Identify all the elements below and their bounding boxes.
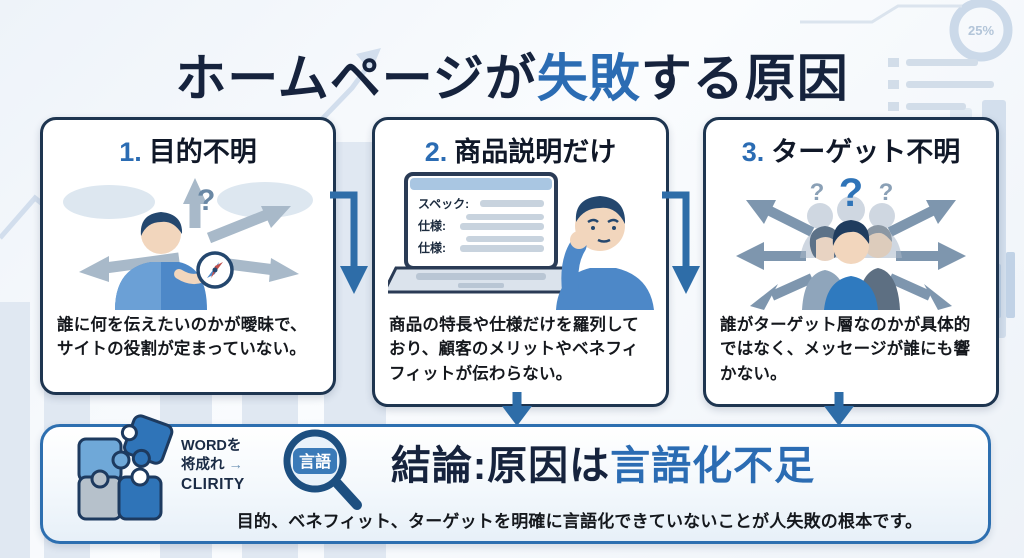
logo-block: WORDを 将成れ → CLIRITY — [181, 437, 245, 495]
spec-screen-lines — [459, 200, 544, 252]
compass-icon — [196, 251, 234, 289]
svg-text:?: ? — [810, 179, 825, 206]
card-1-heading-text: 目的不明 — [148, 137, 257, 167]
laptop-icon: スペック: 仕様: 仕様: — [387, 172, 580, 294]
radiating-arrows — [736, 200, 966, 310]
card-3-description: 誰がターゲット層なのかが具体的ではなく、メッセージが誰にも響かない。 — [720, 316, 971, 383]
title-post: する原因 — [640, 50, 849, 108]
card-3-illustration: ? ? ? — [706, 169, 996, 311]
lens-label: 言語 — [299, 452, 331, 471]
card-1-heading: 1.目的不明 — [49, 130, 327, 169]
logo-line3: CLIRITY — [181, 475, 245, 493]
card-3-number: 3. — [741, 137, 765, 167]
confused-person-figure — [115, 212, 212, 310]
card-1-illustration: ? — [43, 169, 333, 311]
logo-line1: WORDを — [181, 438, 242, 454]
card-2-heading: 2.商品説明だけ — [381, 130, 660, 169]
card-reason-3: 3.ターゲット不明 — [703, 117, 999, 407]
card-1-number: 1. — [119, 137, 142, 167]
donut-label: 25% — [968, 23, 994, 38]
svg-text:仕様:: 仕様: — [417, 218, 446, 233]
question-marks: ? ? ? — [810, 171, 894, 215]
question-mark: ? — [197, 184, 215, 217]
spec-screen-text: スペック: 仕様: 仕様: — [417, 197, 469, 255]
title-pre: ホームページが — [175, 50, 537, 108]
conclusion-title-pre: 結論:原因は — [390, 444, 611, 488]
card-3-heading: 3.ターゲット不明 — [712, 130, 990, 169]
conclusion-subtitle: 目的、ベネフィット、ターゲットを明確に言語化できていないことが人失敗の根本です。 — [236, 512, 923, 531]
card-2-illustration: スペック: 仕様: 仕様: — [375, 169, 666, 311]
magnifier-icon: 言語 — [283, 429, 362, 510]
card-2-heading-text: 商品説明だけ — [454, 137, 617, 167]
svg-text:?: ? — [879, 179, 894, 206]
page-title: ホームページが失敗する原因 — [0, 50, 1024, 109]
svg-text:?: ? — [839, 171, 863, 215]
card-1-description: 誰に何を伝えたいのかが曖昧で、サイトの役割が定まっていない。 — [57, 316, 307, 359]
donut-chart-decoration: 25% — [949, 0, 1013, 62]
puzzle-icon — [77, 414, 174, 521]
card-2-description: 商品の特長や仕様だけを羅列しており、顧客のメリットやベネフィフィットが伝わらない… — [389, 316, 640, 383]
direction-arrows — [79, 178, 299, 282]
card-reason-2: 2.商品説明だけ スペック: 仕様: 仕様: — [372, 117, 669, 407]
logo-line2: 将成れ → — [181, 456, 244, 473]
card-3-heading-text: ターゲット不明 — [771, 137, 961, 167]
crowd-front-figures — [802, 220, 900, 310]
conclusion-title-highlight: 言語化不足 — [610, 444, 816, 488]
svg-text:仕様:: 仕様: — [417, 240, 446, 255]
card-reason-1: 1.目的不明 — [40, 117, 336, 395]
cloud-shapes — [63, 182, 313, 219]
title-highlight: 失敗 — [536, 50, 641, 108]
worried-person-figure — [555, 196, 654, 310]
svg-text:スペック:: スペック: — [418, 197, 469, 211]
conclusion-box: WORDを 将成れ → CLIRITY 言語 結論:原因は言語化不足 目的、ベネ… — [40, 414, 991, 544]
arrow-right-icon: → — [228, 456, 244, 473]
circuit-line-decoration — [800, 4, 962, 24]
conclusion-title: 結論:原因は言語化不足 — [323, 433, 883, 491]
card-2-number: 2. — [424, 137, 448, 167]
